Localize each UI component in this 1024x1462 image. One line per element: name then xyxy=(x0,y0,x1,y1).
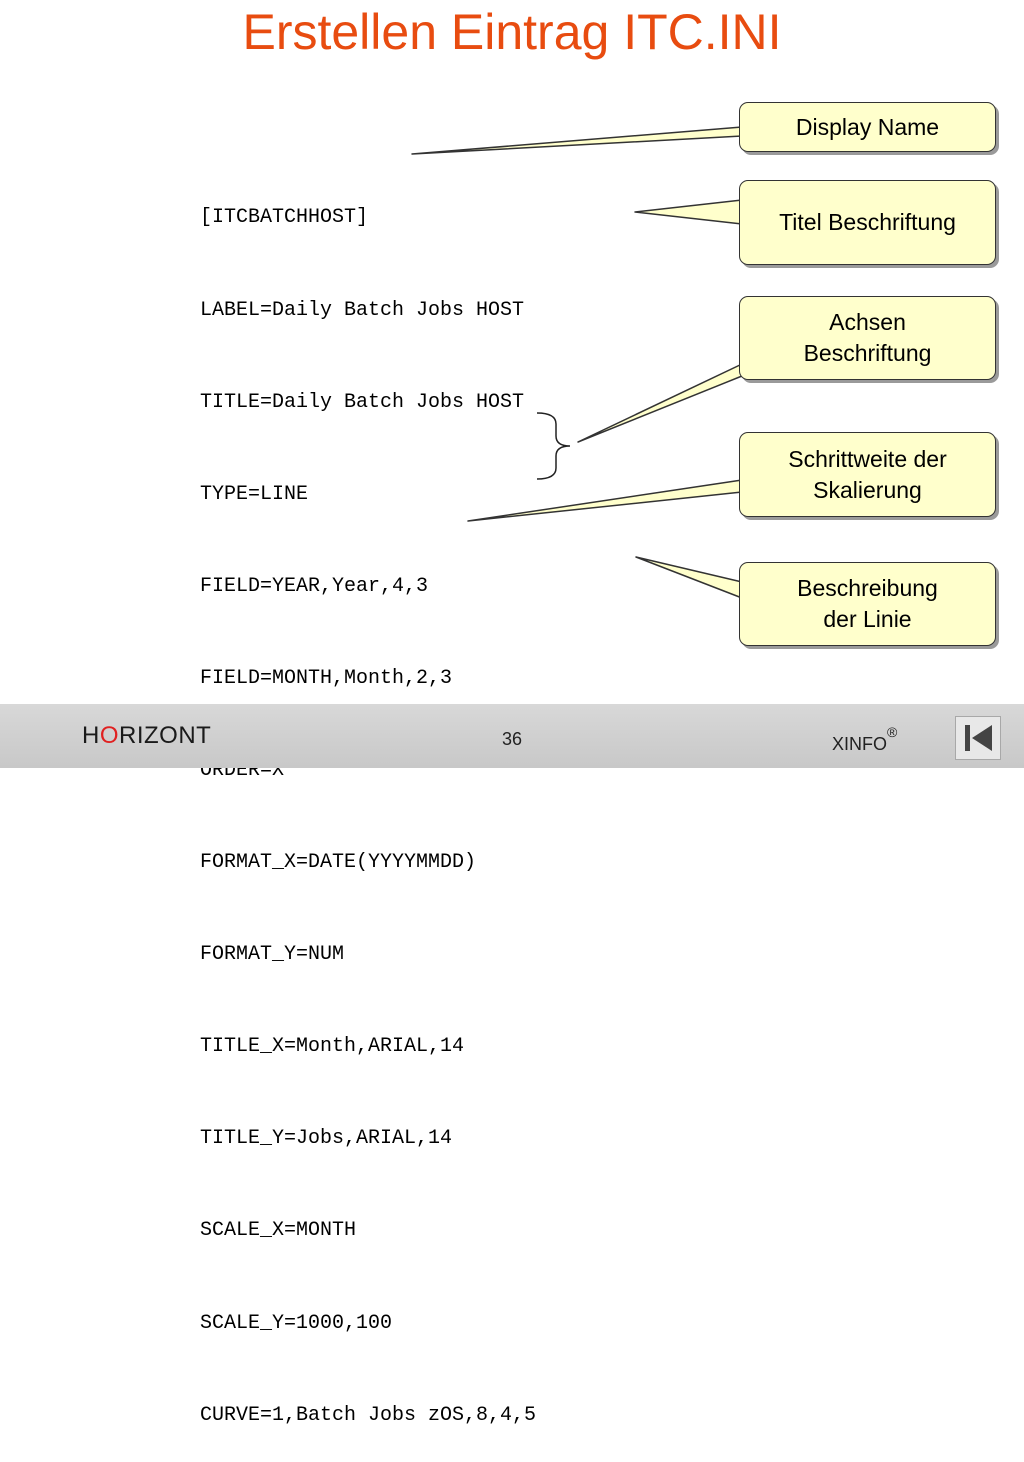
code-line: FORMAT_Y=NUM xyxy=(200,943,345,967)
code-line: TYPE=LINE xyxy=(200,482,309,506)
pointer-display-name xyxy=(411,126,743,155)
callout-schrittweite: Schrittweite der Skalierung xyxy=(739,432,996,517)
brand-o: O xyxy=(99,722,120,749)
code-line: SCALE_Y=1000,100 xyxy=(200,1311,393,1335)
code-line: FIELD=MONTH,Month,2,3 xyxy=(200,666,453,690)
registered-mark: ® xyxy=(887,724,898,740)
callout-text: Display Name xyxy=(795,113,940,140)
callout-text: Titel Beschriftung xyxy=(779,209,956,235)
skip-to-start-button[interactable] xyxy=(955,716,1001,760)
callout-text: Beschriftung xyxy=(803,340,932,366)
code-line: TITLE=Daily Batch Jobs HOST xyxy=(200,390,525,414)
code-line: FIELD=YEAR,Year,4,3 xyxy=(200,574,429,598)
slide-footer xyxy=(0,704,1024,768)
skip-to-start-icon xyxy=(965,725,992,751)
pointer-titel xyxy=(634,199,743,225)
curly-brace xyxy=(536,412,571,480)
product-name: XINFO® xyxy=(832,724,897,755)
callout-text: Beschreibung xyxy=(797,575,938,601)
callout-text: Skalierung xyxy=(813,476,922,503)
code-line: FORMAT_X=DATE(YYYYMMDD) xyxy=(200,851,477,875)
code-line: LABEL=Daily Batch Jobs HOST xyxy=(200,298,525,322)
callout-text: der Linie xyxy=(823,606,912,632)
product-label: XINFO xyxy=(832,734,888,754)
code-line: CURVE=1,Batch Jobs zOS,8,4,5 xyxy=(200,1403,537,1427)
brand-rest: RIZONT xyxy=(119,722,212,749)
callout-beschreibung-linie: Beschreibung der Linie xyxy=(739,562,996,646)
pointer-schritt xyxy=(467,479,743,522)
code-line: TITLE_Y=Jobs,ARIAL,14 xyxy=(200,1127,453,1151)
slide-title: Erstellen Eintrag ITC.INI xyxy=(242,4,782,60)
code-line: [ITCBATCHHOST] xyxy=(200,206,369,230)
brand-h: H xyxy=(82,722,100,749)
callout-text: Schrittweite der xyxy=(788,445,947,472)
code-line: SCALE_X=MONTH xyxy=(200,1219,357,1243)
code-line: TITLE_X=Month,ARIAL,14 xyxy=(200,1035,465,1059)
pointer-achsen xyxy=(577,363,743,443)
callout-pointers xyxy=(411,126,743,599)
pointer-beschreibung xyxy=(635,556,743,599)
callout-achsen-beschriftung: Achsen Beschriftung xyxy=(739,296,996,380)
callout-text: Achsen xyxy=(829,309,906,335)
callout-titel-beschriftung: Titel Beschriftung xyxy=(739,180,996,265)
page-number: 36 xyxy=(501,729,523,749)
callout-display-name: Display Name xyxy=(739,102,996,152)
horizont-logo: HORIZONT xyxy=(82,722,211,750)
